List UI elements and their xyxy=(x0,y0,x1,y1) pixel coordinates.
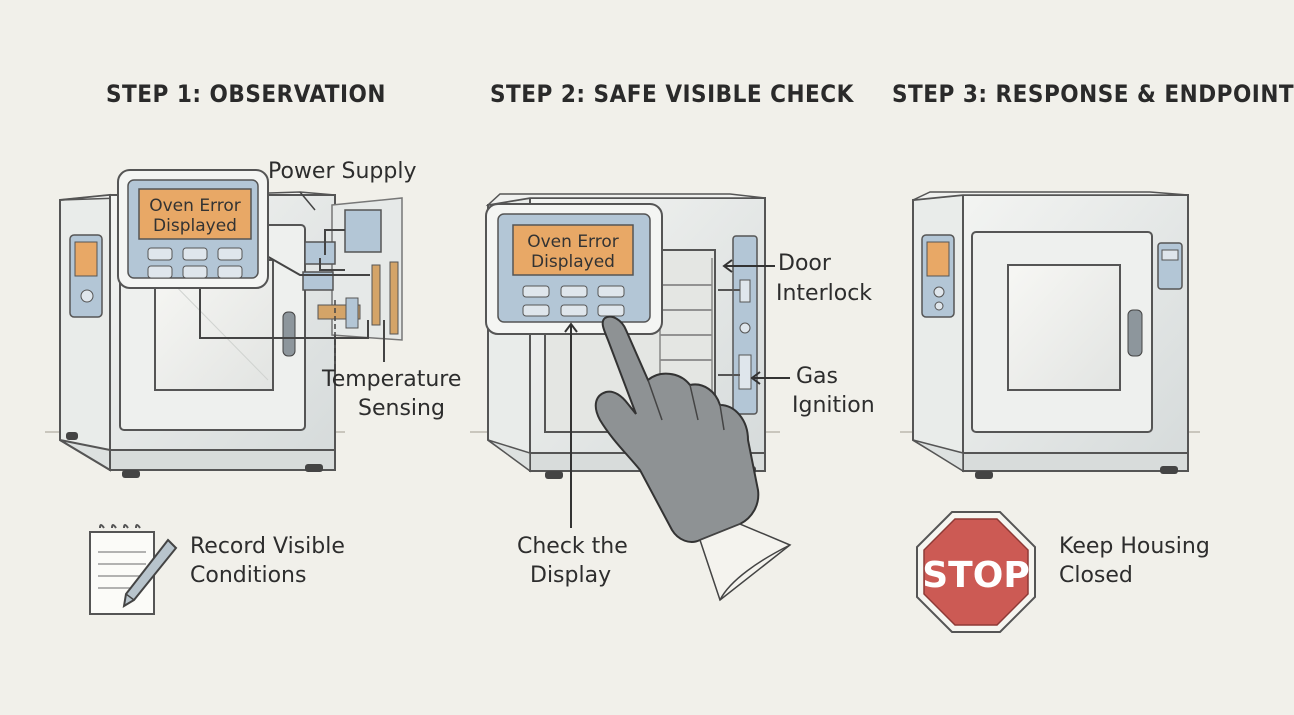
stop-sign-text: STOP xyxy=(922,555,1029,596)
step-2-action-line-2: Display xyxy=(530,563,612,588)
label-ignition: Ignition xyxy=(792,393,875,418)
label-interlock: Interlock xyxy=(776,281,873,306)
gloved-hand-pointing-icon xyxy=(594,315,792,602)
step-2-title: STEP 2: SAFE VISIBLE CHECK xyxy=(490,80,854,108)
step-1-oven: Oven Error Displayed xyxy=(45,169,403,478)
step-1-action-line-1: Record Visible xyxy=(190,534,345,559)
step-2-action-line-1: Check the xyxy=(517,534,628,559)
label-gas: Gas xyxy=(796,364,838,389)
notepad-pencil-icon xyxy=(89,524,178,615)
label-temperature: Temperature xyxy=(322,367,462,392)
label-door: Door xyxy=(778,251,831,276)
step-2-oven: Oven Error Displayed xyxy=(470,193,790,528)
label-power-supply: Power Supply xyxy=(268,159,417,184)
step-1-display-line-1: Oven Error xyxy=(149,196,241,216)
step-3-oven xyxy=(900,191,1200,479)
step-3-action-line-2: Closed xyxy=(1059,563,1133,588)
label-sensing: Sensing xyxy=(358,396,445,421)
step-1-display-line-2: Displayed xyxy=(153,216,237,236)
step-2-display-line-2: Displayed xyxy=(531,252,615,272)
step-1-title: STEP 1: OBSERVATION xyxy=(106,80,386,108)
step-3-action-line-1: Keep Housing xyxy=(1059,534,1210,559)
stop-sign-icon: STOP xyxy=(916,511,1036,633)
step-2-display-line-1: Oven Error xyxy=(527,232,619,252)
step-1-action-line-2: Conditions xyxy=(190,563,307,588)
step-3-title: STEP 3: RESPONSE & ENDPOINT xyxy=(892,80,1294,108)
